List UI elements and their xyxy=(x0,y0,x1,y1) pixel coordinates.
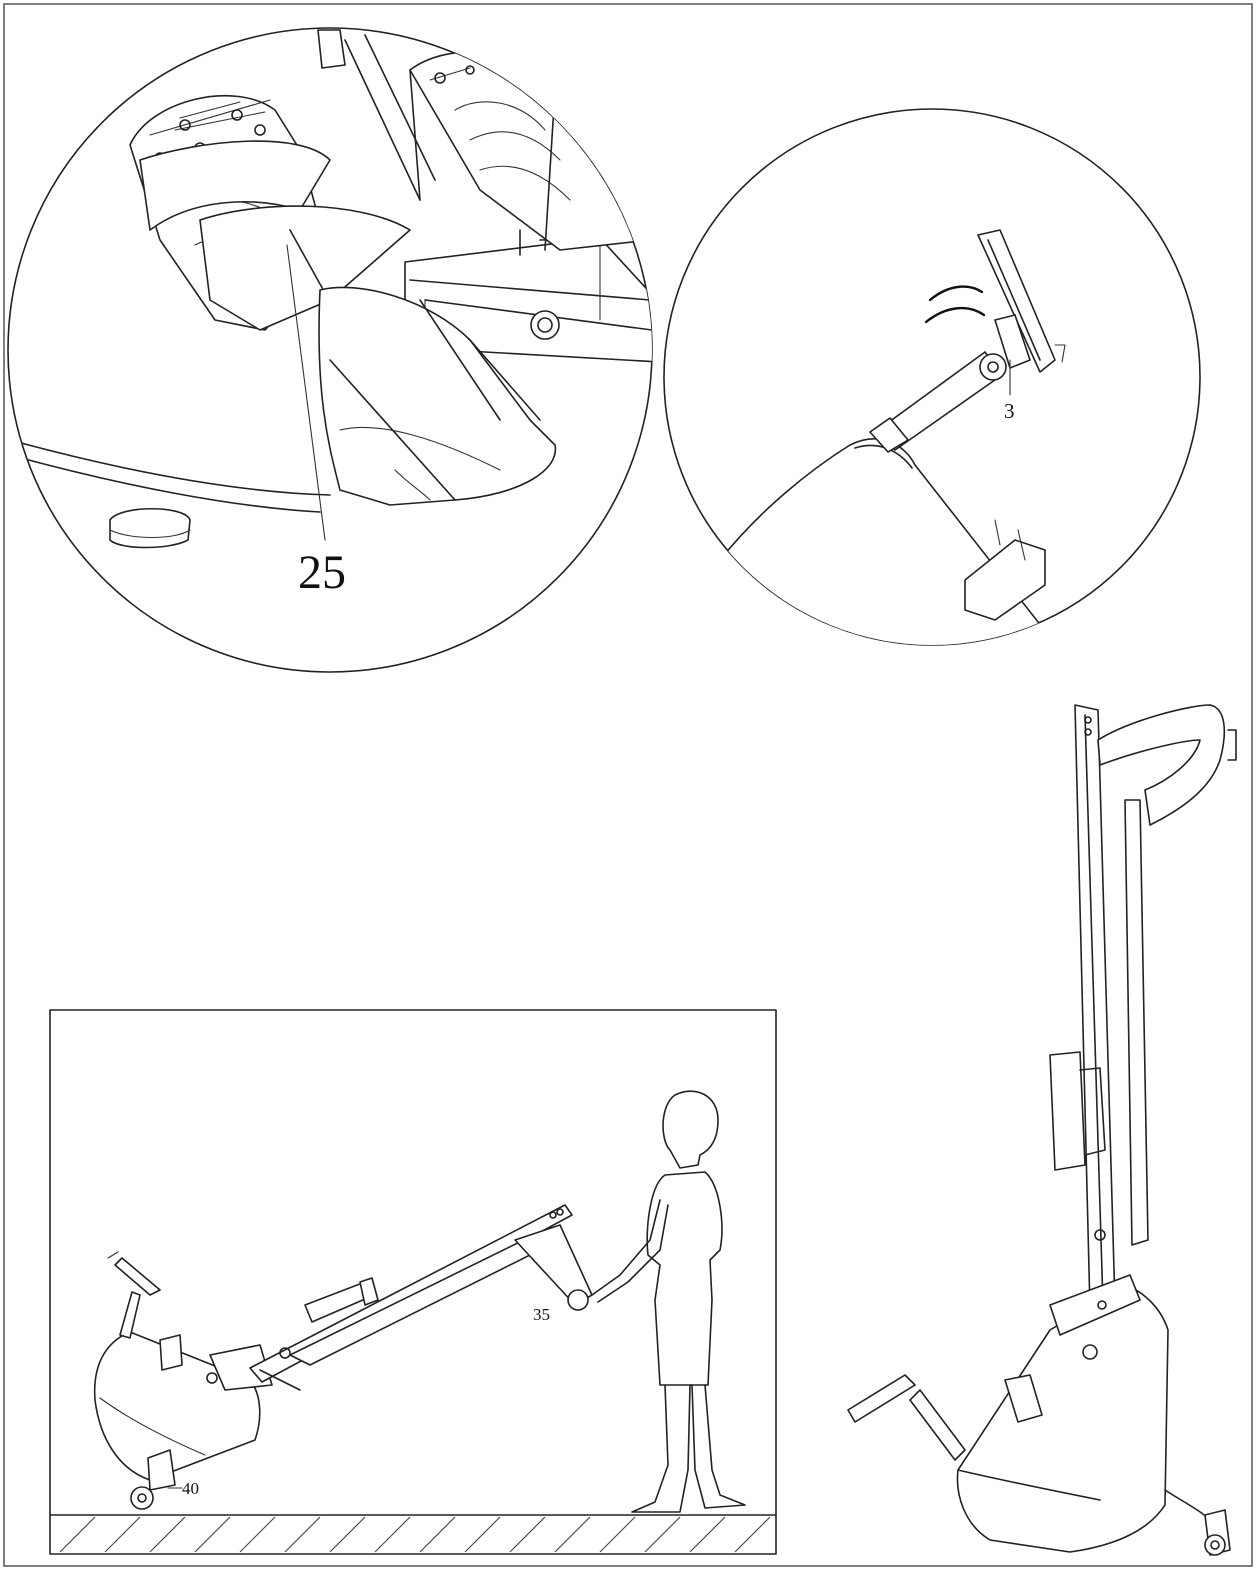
detail-moving-scene: 35 40 xyxy=(49,1009,777,1555)
person-figure xyxy=(591,1090,746,1513)
page-border xyxy=(3,3,1253,1567)
callout-25: 25 xyxy=(298,546,346,599)
detail-foot-strap: 25 xyxy=(7,27,653,673)
detail-monitor-pivot: 3 xyxy=(663,108,1201,646)
callout-40: 40 xyxy=(182,1479,199,1498)
callout-35: 35 xyxy=(533,1305,550,1324)
detail-upright-storage xyxy=(847,704,1237,1556)
callout-3: 3 xyxy=(1004,399,1015,423)
